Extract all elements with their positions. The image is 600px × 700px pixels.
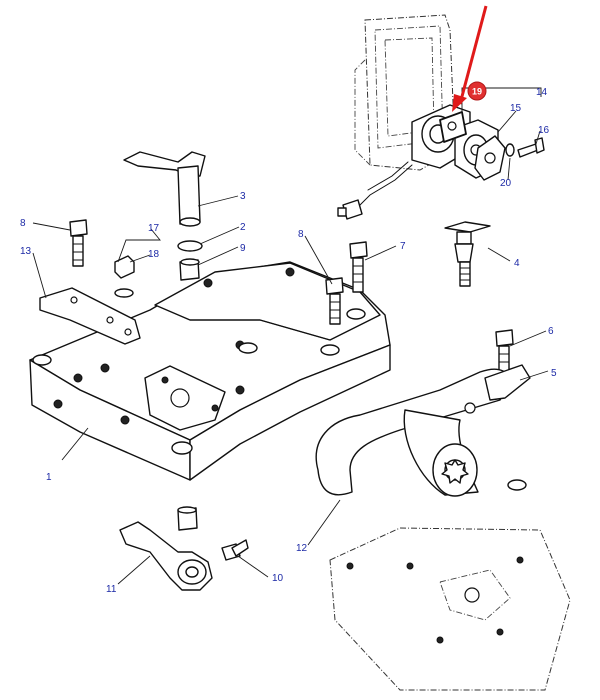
washer-2	[177, 240, 203, 252]
callout-6[interactable]: 6	[548, 326, 554, 337]
callout-2[interactable]: 2	[240, 222, 246, 233]
bush-9	[179, 258, 200, 281]
callout-1[interactable]: 1	[46, 472, 52, 483]
callout-16[interactable]: 16	[538, 125, 550, 136]
highlight-badge-19[interactable]: 19	[467, 81, 487, 101]
bracket-plate-13	[39, 287, 141, 345]
callout-9[interactable]: 9	[240, 243, 246, 254]
callout-15[interactable]: 15	[510, 103, 522, 114]
temperature-sensor-4	[444, 221, 491, 287]
callout-12[interactable]: 12	[296, 543, 308, 554]
callout-8-middle[interactable]: 8	[298, 229, 304, 240]
callout-14[interactable]: 14	[536, 87, 548, 98]
wiring-harness	[337, 161, 413, 220]
callout-20[interactable]: 20	[500, 178, 512, 189]
callout-17[interactable]: 17	[148, 223, 160, 234]
callout-7[interactable]: 7	[400, 241, 406, 252]
bolt-8-left	[69, 219, 88, 267]
lower-bush	[177, 506, 198, 531]
callout-13[interactable]: 13	[20, 246, 32, 257]
callout-labels: 1 2 3 4 5 6 7 8 8 9 10 11 12 13 14 15 16…	[20, 87, 557, 595]
bolt-8-middle	[325, 277, 344, 325]
pipe-12	[315, 364, 531, 497]
callout-10[interactable]: 10	[272, 573, 284, 584]
callout-3[interactable]: 3	[240, 191, 246, 202]
leader-lines	[32, 87, 549, 585]
cover-plate-15	[474, 135, 506, 181]
plug-18	[114, 255, 135, 298]
callout-18[interactable]: 18	[148, 249, 160, 260]
lever-arm-11	[119, 521, 213, 591]
callout-4[interactable]: 4	[514, 258, 520, 269]
highlighted-part-19[interactable]	[439, 111, 467, 143]
screw-10	[221, 539, 249, 561]
o-ring-20	[505, 143, 515, 157]
lever-shaft-3	[123, 151, 206, 227]
bolt-6	[495, 329, 514, 375]
bolt-7	[349, 241, 368, 293]
highlight-arrow	[452, 5, 488, 112]
callout-5[interactable]: 5	[551, 368, 557, 379]
callout-8-left[interactable]: 8	[20, 218, 26, 229]
bolt-16	[517, 137, 545, 158]
lower-housing-outline	[329, 527, 571, 691]
svg-text:19: 19	[472, 87, 482, 97]
callout-11[interactable]: 11	[106, 584, 117, 595]
lift-cover-housing	[29, 261, 391, 481]
